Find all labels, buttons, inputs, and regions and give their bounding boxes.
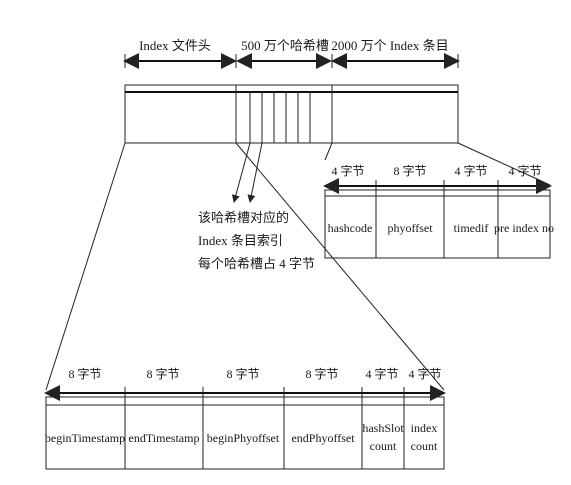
top-label-hash-slots: 500 万个哈希槽 — [241, 38, 329, 53]
header-size-begin-timestamp: 8 字节 — [68, 366, 101, 381]
header-size-hashslot-count: 4 字节 — [365, 366, 398, 381]
slot-note-line-1: 该哈希槽对应的 — [198, 210, 289, 225]
hash-slot-cells — [249, 92, 311, 143]
index-entry-outline — [324, 189, 551, 259]
entry-size-timedif: 4 字节 — [454, 163, 487, 178]
entry-field-timedif: timedif — [454, 221, 489, 235]
index-header-outline — [45, 396, 445, 470]
top-label-header: Index 文件头 — [139, 38, 211, 53]
header-size-begin-phyoffset: 8 字节 — [226, 366, 259, 381]
hash-slot-pointer-arrows — [231, 142, 263, 203]
header-field-end-phyoffset: endPhyoffset — [291, 431, 355, 445]
index-entry-block: 4 字节 8 字节 4 字节 4 字节 hashcode phyoffset t… — [323, 163, 554, 259]
header-size-end-timestamp: 8 字节 — [146, 366, 179, 381]
header-projection-lines — [45, 142, 445, 391]
entry-field-hashcode: hashcode — [328, 221, 373, 235]
top-dimension-arrows — [123, 53, 460, 69]
entry-size-phyoffset: 8 字节 — [393, 163, 426, 178]
header-field-index-count-line-2: count — [411, 439, 438, 453]
entry-field-phyoffset: phyoffset — [387, 221, 433, 235]
top-label-index-entries: 2000 万个 Index 条目 — [331, 38, 448, 53]
header-field-hashslot-line-1: hashSlot — [362, 421, 404, 435]
header-size-end-phyoffset: 8 字节 — [305, 366, 338, 381]
index-header-block: 8 字节 8 字节 8 字节 8 字节 4 字节 4 字节 beginTimes… — [44, 366, 446, 470]
index-file-outline — [124, 84, 459, 144]
entry-size-pre-index-no: 4 字节 — [508, 163, 541, 178]
header-field-begin-phyoffset: beginPhyoffset — [207, 431, 280, 445]
header-field-begin-timestamp: beginTimestamp — [45, 431, 125, 445]
header-field-index-count-line-1: index — [411, 421, 438, 435]
header-field-hashslot-line-2: count — [370, 439, 397, 453]
index-file-bar — [124, 84, 459, 144]
entry-field-pre-index-no: pre index no — [494, 221, 554, 235]
header-size-index-count: 4 字节 — [408, 366, 441, 381]
slot-note-line-2: Index 条目索引 — [198, 233, 283, 248]
slot-note-line-3: 每个哈希槽占 4 字节 — [198, 256, 315, 271]
entry-size-hashcode: 4 字节 — [331, 163, 364, 178]
header-field-end-timestamp: endTimestamp — [129, 431, 200, 445]
